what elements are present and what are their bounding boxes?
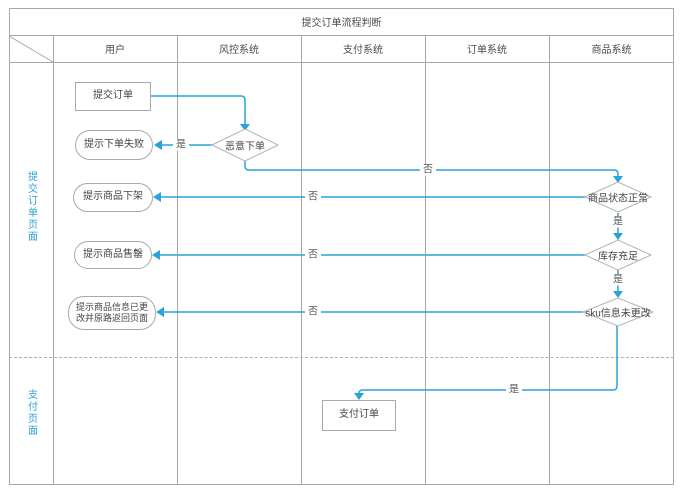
edge-label-no-status: 否 <box>305 191 321 203</box>
edge-label-no-stock: 否 <box>305 249 321 261</box>
diagram-outer-border <box>9 8 674 485</box>
diamond-label-stock-enough: 库存充足 <box>598 251 638 263</box>
node-info-changed: 提示商品信息已更改并原路返回页面 <box>68 296 156 330</box>
node-submit-order: 提交订单 <box>75 82 151 111</box>
header-divider-line <box>9 62 674 63</box>
lane-header-risk: 风控系统 <box>219 45 259 56</box>
row-label-payment-page: 支付页面 <box>25 389 37 437</box>
diamond-label-product-status: 商品状态正常 <box>588 193 648 205</box>
node-order-fail: 提示下单失败 <box>75 130 153 160</box>
lane-line-4 <box>425 35 426 485</box>
row-divider-dashed-line <box>9 357 674 358</box>
lane-header-payment: 支付系统 <box>343 45 383 56</box>
lane-header-user: 用户 <box>105 45 125 56</box>
node-product-offline: 提示商品下架 <box>73 183 153 212</box>
node-product-soldout: 提示商品售罄 <box>74 241 152 269</box>
title-divider-line <box>9 35 674 36</box>
lane-line-1 <box>53 35 54 485</box>
lane-header-order: 订单系统 <box>467 45 507 56</box>
edge-label-no-malicious: 否 <box>420 164 436 176</box>
row-label-submit-order-page: 提交订单页面 <box>25 171 37 243</box>
node-pay-order: 支付订单 <box>322 400 396 431</box>
edge-label-yes-stock: 是 <box>610 274 626 286</box>
lane-header-product: 商品系统 <box>591 45 632 56</box>
edge-label-yes-sku: 是 <box>506 384 522 396</box>
edge-label-no-sku: 否 <box>305 306 321 318</box>
diagram-title: 提交订单流程判断 <box>301 18 382 29</box>
diamond-label-sku-unchanged: sku信息未更改 <box>585 308 651 320</box>
lane-line-3 <box>301 35 302 485</box>
lane-line-2 <box>177 35 178 485</box>
edge-label-yes-malicious: 是 <box>173 139 189 151</box>
diamond-label-malicious-order: 恶意下单 <box>225 141 265 153</box>
lane-line-5 <box>549 35 550 485</box>
edge-label-yes-status: 是 <box>610 216 626 228</box>
